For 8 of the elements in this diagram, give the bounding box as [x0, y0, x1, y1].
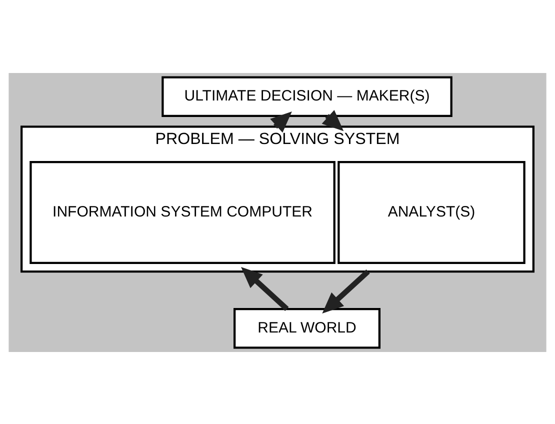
node-box: ULTIMATE DECISION — MAKER(S): [162, 76, 452, 116]
node-box: REAL WORLD: [234, 308, 381, 348]
arrow: [322, 269, 370, 313]
node-box: ANALYST(S): [338, 160, 526, 264]
arrow: [322, 110, 344, 131]
node-box: INFORMATION SYSTEM COMPUTER: [30, 160, 336, 264]
arrow: [270, 110, 292, 132]
arrow: [241, 266, 289, 310]
